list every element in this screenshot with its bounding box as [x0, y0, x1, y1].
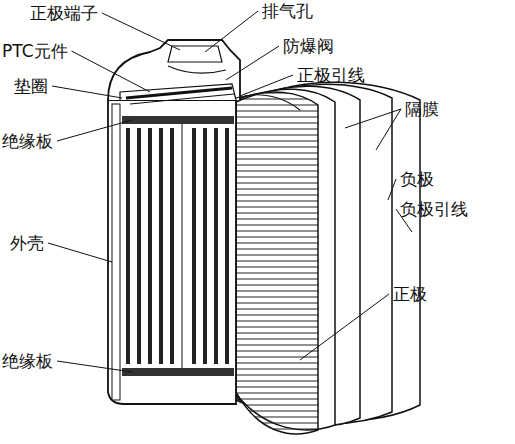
part-label: 隔膜 — [405, 98, 439, 120]
leader-lines — [48, 11, 412, 372]
part-label: 负极 — [400, 168, 434, 190]
battery-can — [108, 40, 300, 404]
part-label: 绝缘板 — [2, 130, 53, 152]
part-label: 正极端子 — [30, 2, 98, 24]
part-label: 防爆阀 — [283, 35, 334, 57]
part-label: PTC元件 — [2, 40, 68, 62]
unwound-layers — [236, 82, 420, 434]
part-label: 外壳 — [10, 232, 44, 254]
part-label: 绝缘板 — [2, 350, 53, 372]
part-label: 正极 — [393, 283, 427, 305]
part-label: 垫圈 — [14, 75, 48, 97]
part-label: 排气孔 — [262, 0, 313, 22]
part-label: 负极引线 — [400, 198, 468, 220]
part-label: 正极引线 — [297, 64, 365, 86]
